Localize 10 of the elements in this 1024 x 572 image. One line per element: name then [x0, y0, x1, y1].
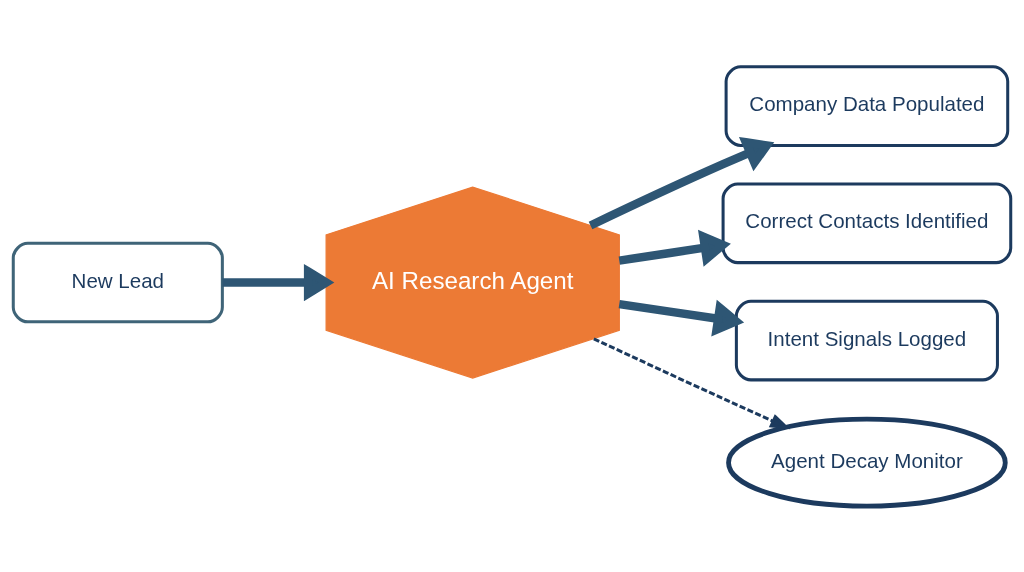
- node-ellipse: Agent Decay Monitor: [726, 416, 1008, 509]
- arrow: [588, 136, 775, 229]
- node-box: Correct Contacts Identified: [721, 182, 1013, 264]
- node-box: Intent Signals Logged: [734, 299, 999, 381]
- arrow: [222, 263, 335, 301]
- node-box: Company Data Populated: [724, 64, 1010, 147]
- arrow: [618, 299, 745, 337]
- arrow: [593, 336, 791, 429]
- node-box: New Lead: [11, 241, 224, 323]
- arrow: [618, 229, 731, 267]
